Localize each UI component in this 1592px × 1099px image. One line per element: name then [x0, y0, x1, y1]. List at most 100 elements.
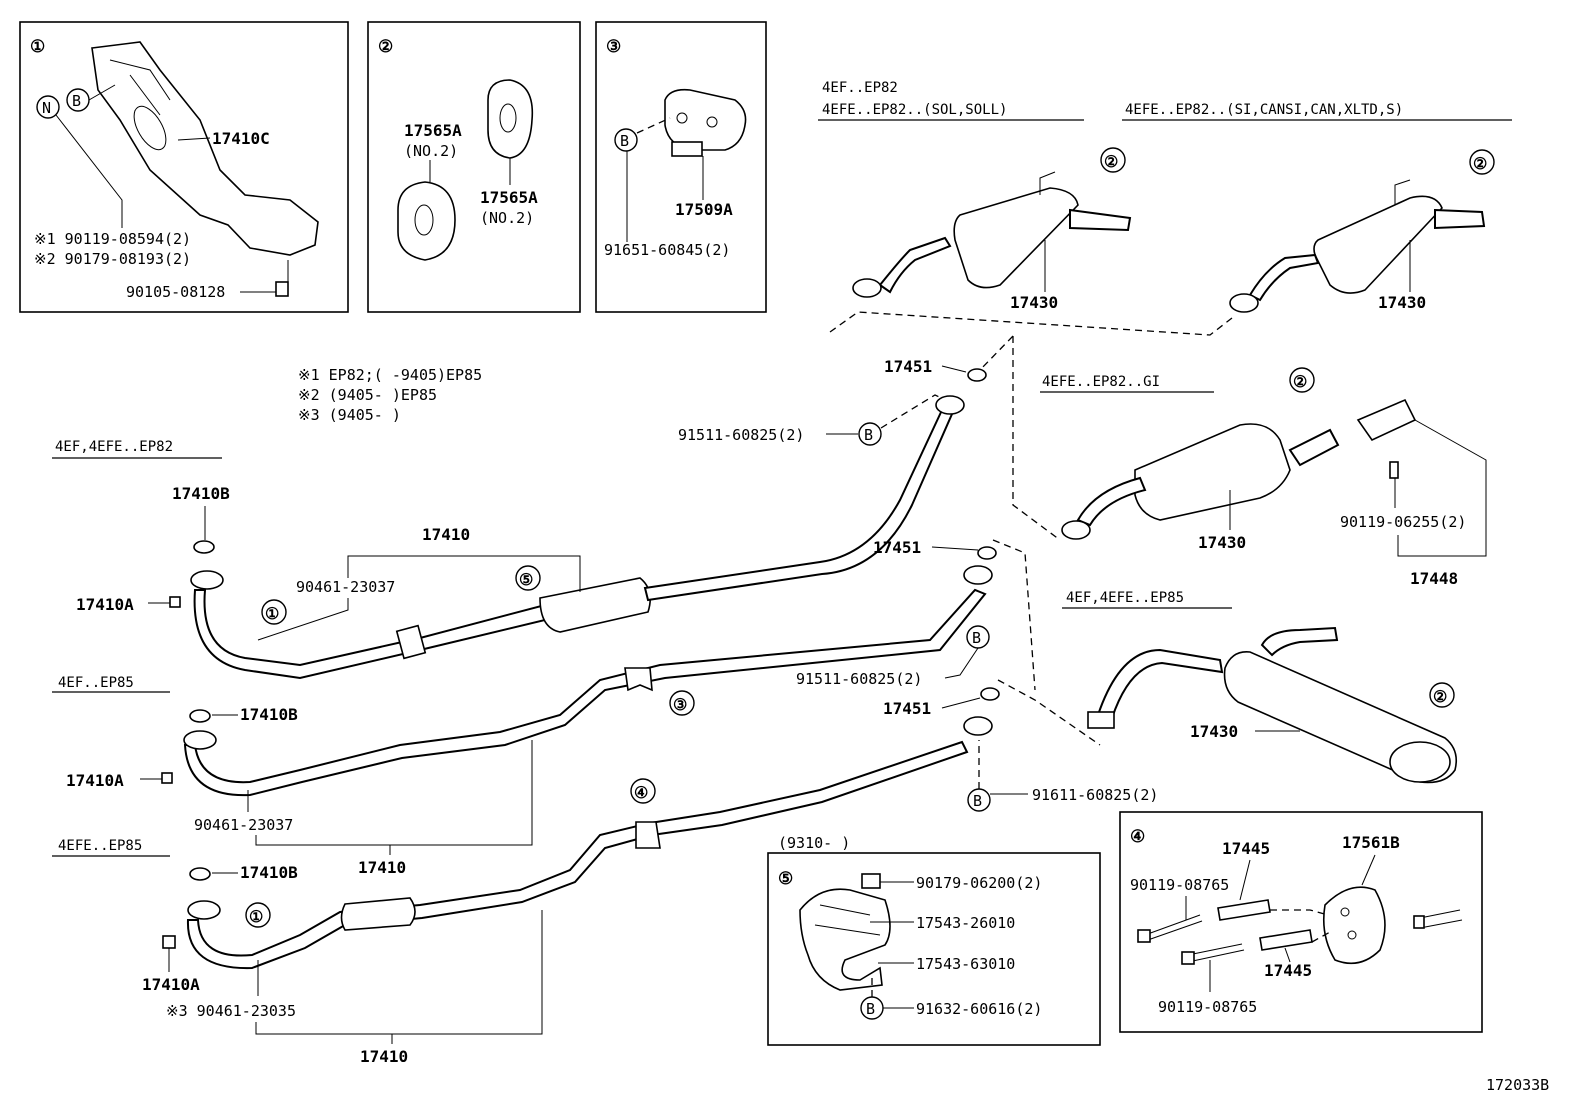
muffler-body-2	[1313, 195, 1443, 294]
diagram-id: 172033B	[1486, 1076, 1549, 1094]
inset-5-number: ⑤	[778, 869, 793, 889]
part-91632-60616: 91632-60616(2)	[916, 1000, 1042, 1018]
symbol-b-3	[614, 128, 638, 152]
tail-pipe-17448	[1356, 398, 1417, 442]
symbol-b-main-3-label: B	[973, 792, 982, 810]
symbol-b-main-1-label: B	[864, 426, 873, 444]
variant-ep82-sol: 4EFE..EP82..(SOL,SOLL)	[822, 102, 1007, 118]
circle-2-label: ②	[1104, 152, 1118, 171]
muffler-ep85: 4EF,4EFE..EP85 ② 17430	[1062, 590, 1458, 784]
inset-2-number: ②	[378, 37, 393, 57]
part-90179-06200: 90179-06200(2)	[916, 874, 1042, 892]
circle-2b-label: ②	[1473, 154, 1487, 173]
circle-2d	[1429, 682, 1455, 708]
part-17509A: 17509A	[675, 200, 733, 219]
muffler-ep82-sol: 4EF..EP82 4EFE..EP82..(SOL,SOLL) ② 17430	[818, 80, 1132, 312]
note-90119-08594: ※1 90119-08594(2)	[34, 230, 191, 248]
part-17430-c: 17430	[1198, 533, 1246, 552]
variant-main-ep82: 4EF,4EFE..EP82	[55, 439, 173, 455]
part-17410B-b: 17410B	[240, 705, 298, 724]
pipe-ep85	[183, 565, 993, 797]
circle-2	[1100, 147, 1126, 173]
part-90119-08765-b: 90119-08765	[1158, 998, 1257, 1016]
circle-3-main-label: ③	[673, 695, 687, 714]
circle-2b	[1469, 149, 1495, 175]
hanger-17565A-lower	[397, 181, 456, 261]
circle-2c-label: ②	[1293, 372, 1307, 391]
note-1: ※1 EP82;( -9405)EP85	[298, 366, 482, 384]
part-17451-mid: 17451	[873, 538, 921, 557]
note-3: ※3 (9405- )	[298, 406, 401, 424]
circle-1-main	[261, 599, 287, 625]
variant-ep82-si: 4EFE..EP82..(SI,CANSI,CAN,XLTD,S)	[1125, 102, 1403, 118]
part-17410B-a: 17410B	[172, 484, 230, 503]
part-17448: 17448	[1410, 569, 1458, 588]
variant-ep82-gi: 4EFE..EP82..GI	[1042, 374, 1160, 390]
catalytic-section-3	[340, 897, 416, 931]
hanger-17565A-upper	[487, 79, 534, 159]
part-17565A-a: 17565A	[404, 121, 462, 140]
part-17430-b: 17430	[1378, 293, 1426, 312]
note-90179-08193: ※2 90179-08193(2)	[34, 250, 191, 268]
part-17410-efe85: 17410	[360, 1047, 408, 1066]
pipe-efe-ep85	[186, 716, 993, 970]
part-17410-ep82: 17410	[422, 525, 470, 544]
variant-main-efe85: 4EFE..EP85	[58, 838, 142, 854]
part-17410A-a: 17410A	[76, 595, 134, 614]
catalytic-section-1	[539, 577, 651, 633]
circle-2d-label: ②	[1433, 687, 1447, 706]
part-17565A-b: 17565A	[480, 188, 538, 207]
part-91511-top: 91511-60825(2)	[678, 426, 804, 444]
circle-3-main	[669, 690, 695, 716]
inset-3: ③ B 17509A 91651-60845(2)	[595, 21, 767, 313]
part-90461-23035: ※3 90461-23035	[166, 1002, 296, 1020]
inset-3-number: ③	[606, 37, 621, 57]
circle-4-main	[630, 778, 656, 804]
part-17543-63010: 17543-63010	[916, 955, 1015, 973]
inset-2: ② 17565A (NO.2) 17565A (NO.2)	[367, 21, 581, 313]
muffler-body-3	[1134, 423, 1291, 521]
part-90119-06255: 90119-06255(2)	[1340, 513, 1466, 531]
notes: ※1 EP82;( -9405)EP85 ※2 (9405- )EP85 ※3 …	[298, 366, 482, 424]
symbol-b-main-2-label: B	[972, 629, 981, 647]
circle-4-main-label: ④	[634, 783, 648, 802]
part-17445-a: 17445	[1222, 839, 1270, 858]
symbol-b-5-label: B	[866, 1000, 875, 1018]
part-17410C: 17410C	[212, 129, 270, 148]
part-17561B: 17561B	[1342, 833, 1400, 852]
variant-main-ep85: 4EF..EP85	[58, 675, 134, 691]
muffler-ep82-gi: 4EFE..EP82..GI ② 17430 90119-06255(2) 17…	[1040, 367, 1487, 588]
part-91611-60825: 91611-60825(2)	[1032, 786, 1158, 804]
circle-5-main-label: ⑤	[519, 570, 533, 589]
sub-no2-a: (NO.2)	[404, 142, 458, 160]
symbol-n	[36, 95, 60, 119]
pipe-ep82	[190, 395, 965, 680]
part-90105-08128: 90105-08128	[126, 283, 225, 301]
part-90461-23037-b: 90461-23037	[194, 816, 293, 834]
symbol-b-label: B	[72, 92, 81, 110]
part-91511-mid: 91511-60825(2)	[796, 670, 922, 688]
inset-4: ④ 17445 17561B 90119-08765 90119-08765 1…	[1119, 811, 1483, 1033]
part-17451-low: 17451	[883, 699, 931, 718]
part-91651-60845: 91651-60845(2)	[604, 241, 730, 259]
circle-2c	[1289, 367, 1315, 393]
muffler-ep82-si: 4EFE..EP82..(SI,CANSI,CAN,XLTD,S) ② 1743…	[1122, 102, 1512, 313]
part-17543-26010: 17543-26010	[916, 914, 1015, 932]
part-17445-b: 17445	[1264, 961, 1312, 980]
symbol-b-3-label: B	[620, 132, 629, 150]
circle-1-main-label: ①	[265, 604, 279, 623]
circle-5-main	[515, 565, 541, 591]
circle-1-low-label: ①	[249, 907, 263, 926]
sleeve-17445-a	[1217, 899, 1271, 921]
clamp-17543	[799, 888, 891, 991]
muffler-body-1	[953, 187, 1079, 289]
part-17410-ep85: 17410	[358, 858, 406, 877]
inset-4-number: ④	[1130, 827, 1145, 847]
inset-1-number: ①	[30, 37, 45, 57]
part-17410A-c: 17410A	[142, 975, 200, 994]
sub-no2-b: (NO.2)	[480, 209, 534, 227]
sleeve-17445-b	[1259, 929, 1313, 951]
circle-1-low	[245, 902, 271, 928]
variant-ep85-muffler: 4EF,4EFE..EP85	[1066, 590, 1184, 606]
